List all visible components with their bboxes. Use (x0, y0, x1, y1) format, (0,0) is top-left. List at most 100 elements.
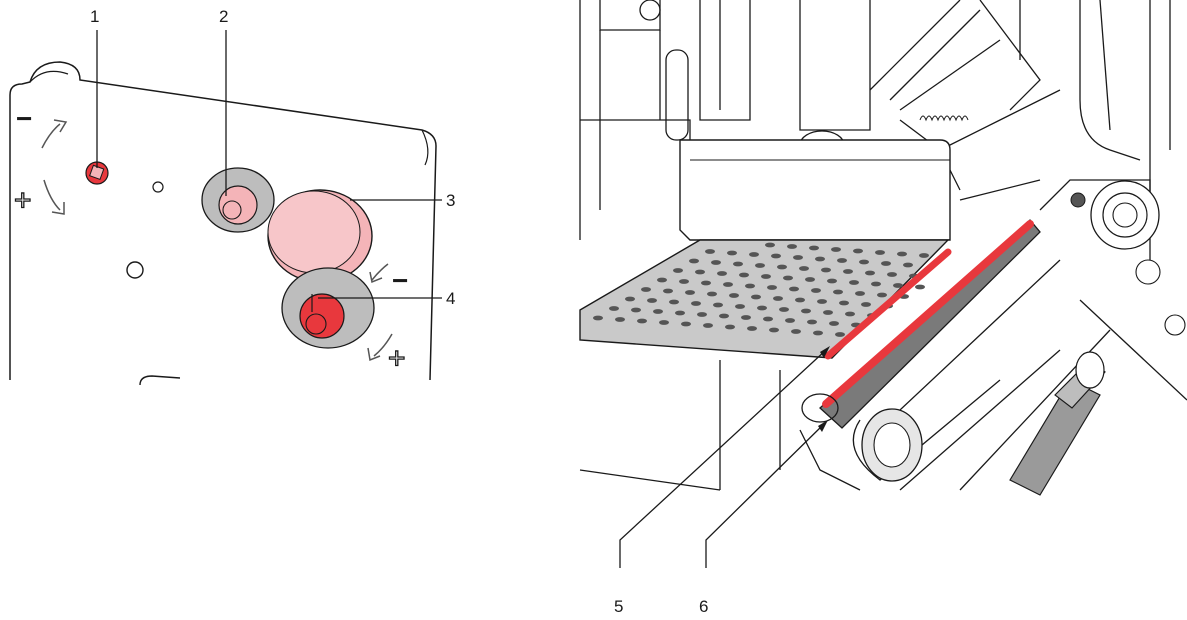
perforation-hole (695, 269, 705, 275)
perforation-hole (823, 310, 833, 315)
perforation-hole (705, 249, 715, 254)
perforation-hole (701, 280, 711, 286)
perforation-hole (657, 277, 667, 283)
plus-sign: + (14, 184, 32, 217)
perforation-hole (711, 260, 721, 265)
perforation-holes (593, 242, 929, 337)
perforation-hole (787, 244, 797, 249)
plate-hole (152, 181, 164, 193)
perforation-hole (719, 313, 729, 319)
perforation-hole (713, 302, 723, 308)
perforation-hole (685, 290, 695, 295)
perforation-hole (897, 251, 907, 257)
perforation-hole (805, 277, 815, 282)
plate-right-edge (421, 129, 429, 166)
perforation-hole (659, 320, 669, 325)
perforation-hole (843, 269, 853, 274)
plate-hole (126, 261, 144, 279)
perforation-hole (829, 321, 839, 326)
callout-arrowheads (818, 346, 830, 432)
perforation-hole (801, 308, 811, 314)
perforation-hole (647, 298, 657, 303)
perforation-hole (785, 318, 795, 323)
perforation-hole (875, 250, 885, 255)
perforation-hole (689, 258, 699, 264)
minus-sign: − (392, 265, 408, 296)
left-detail-view: − + − + 1 2 3 4 (9, 7, 455, 386)
right-detail-view: 5 6 (579, 0, 1187, 616)
perforation-hole (679, 279, 689, 284)
perforation-hole (881, 261, 891, 266)
perforation-hole (835, 332, 845, 337)
perforation-hole (821, 267, 831, 273)
perforation-hole (793, 255, 803, 260)
callout-leaders (96, 30, 442, 299)
perforation-hole (789, 286, 799, 292)
perforation-hole (811, 288, 821, 293)
perforation-hole (853, 248, 863, 254)
guide-roller (861, 408, 923, 482)
tear-edge-highlight (824, 248, 952, 360)
perforation-hole (729, 293, 739, 298)
perforation-hole (799, 266, 809, 271)
perforation-hole (631, 307, 641, 313)
perforation-hole (783, 275, 793, 281)
perforation-hole (765, 242, 775, 248)
perforation-hole (815, 256, 825, 262)
perforation-hole (727, 250, 737, 256)
perforation-hole (903, 262, 913, 268)
perforation-hole (817, 299, 827, 304)
perforation-hole (717, 271, 727, 276)
adjust-direction-markers: − + − + (13, 103, 408, 376)
callout-label-3: 3 (446, 191, 455, 210)
perforation-hole (663, 288, 673, 294)
perforation-hole (833, 289, 843, 295)
perforation-hole (691, 301, 701, 306)
perforation-hole (615, 317, 625, 322)
perforation-hole (915, 284, 925, 290)
perforation-hole (625, 296, 635, 302)
perforation-hole (741, 315, 751, 320)
pressure-roller-2 (201, 167, 275, 233)
perforation-hole (771, 253, 781, 259)
perforation-hole (703, 323, 713, 328)
perforation-hole (653, 309, 663, 314)
perforation-hole (813, 330, 823, 336)
perforation-hole (893, 283, 903, 288)
perforation-hole (681, 321, 691, 327)
perforation-hole (763, 316, 773, 322)
perforation-hole (675, 310, 685, 316)
perforation-hole (751, 294, 761, 300)
perforation-hole (733, 261, 743, 267)
perforation-hole (865, 270, 875, 276)
callout-label-5: 5 (614, 597, 623, 616)
perforation-hole (593, 315, 603, 321)
side-plate (9, 61, 437, 381)
perforation-hole (849, 280, 859, 285)
knurled-shaft (1009, 351, 1106, 496)
perforation-hole (769, 327, 779, 333)
minus-sign: − (16, 103, 32, 134)
perforation-hole (725, 324, 735, 330)
perforation-hole (919, 253, 929, 258)
callout-leaders (619, 349, 827, 568)
perforation-hole (871, 281, 881, 287)
perforation-hole (831, 247, 841, 252)
perforation-hole (641, 287, 651, 292)
perforation-hole (777, 264, 787, 270)
perforation-hole (779, 307, 789, 312)
rotate-arrow-icon (41, 119, 393, 362)
perforation-hole (809, 245, 819, 251)
roller-3 (267, 189, 373, 283)
perforation-hole (845, 311, 855, 317)
perforation-hole (839, 300, 849, 306)
perforation-hole (739, 272, 749, 278)
callout-label-6: 6 (699, 597, 708, 616)
bearing-wheel (1070, 180, 1186, 336)
perforation-hole (723, 282, 733, 287)
perforation-hole (745, 283, 755, 289)
perforation-hole (697, 312, 707, 317)
callout-label-2: 2 (219, 7, 228, 26)
perforation-hole (757, 305, 767, 311)
